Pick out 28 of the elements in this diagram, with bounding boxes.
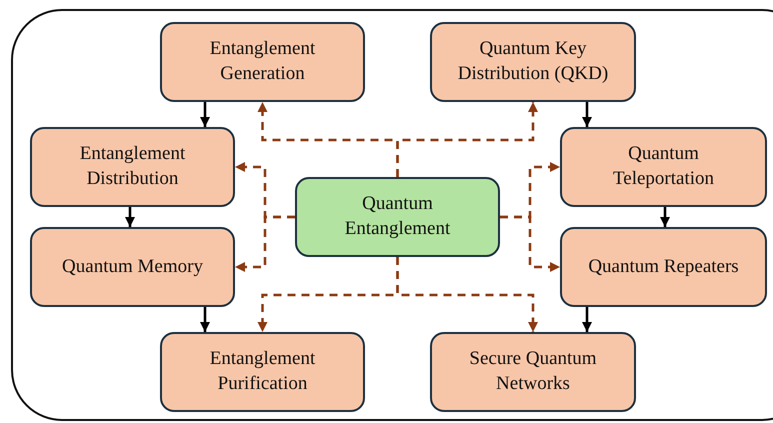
process-box — [430, 22, 636, 102]
process-box — [160, 332, 365, 412]
process-box — [30, 227, 235, 307]
arrow — [200, 102, 210, 127]
arrow — [582, 307, 592, 332]
node-label: Quantum Entanglement — [344, 192, 452, 241]
process-box — [430, 332, 636, 412]
node-label: Quantum Memory — [62, 254, 203, 279]
arrow — [235, 216, 295, 272]
node-label: Quantum Teleportation — [612, 142, 716, 191]
process-box — [30, 127, 235, 207]
node-label: Entanglement Distribution — [78, 142, 186, 191]
arrow — [582, 102, 592, 127]
node-label: Entanglement Generation — [208, 37, 316, 86]
node-label: Secure Quantum Networks — [468, 347, 598, 396]
node-label: Quantum Key Distribution (QKD) — [456, 37, 610, 86]
process-box — [160, 22, 365, 102]
arrow — [200, 307, 210, 332]
node-label: Entanglement Purification — [208, 347, 316, 396]
node-label: Quantum Repeaters — [588, 254, 739, 279]
process-box — [560, 227, 767, 307]
arrow — [396, 257, 538, 332]
arrow — [500, 216, 560, 272]
arrow — [396, 102, 538, 177]
arrow — [660, 207, 670, 227]
central-box — [295, 177, 500, 257]
arrow — [125, 207, 135, 227]
process-box — [560, 127, 767, 207]
